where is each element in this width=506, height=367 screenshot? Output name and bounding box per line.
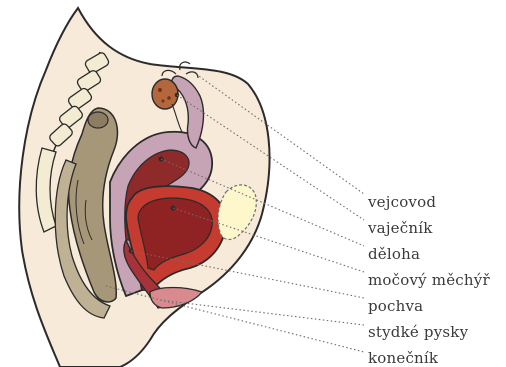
label-labia: stydké pysky bbox=[368, 323, 468, 341]
label-vagina: pochva bbox=[368, 297, 423, 315]
label-uterus: děloha bbox=[368, 245, 420, 263]
label-rectum: konečník bbox=[368, 349, 438, 367]
label-fallopian-tube: vejcovod bbox=[368, 193, 436, 211]
label-ovary: vaječník bbox=[368, 219, 433, 237]
label-bladder: močový měchýř bbox=[368, 271, 490, 289]
